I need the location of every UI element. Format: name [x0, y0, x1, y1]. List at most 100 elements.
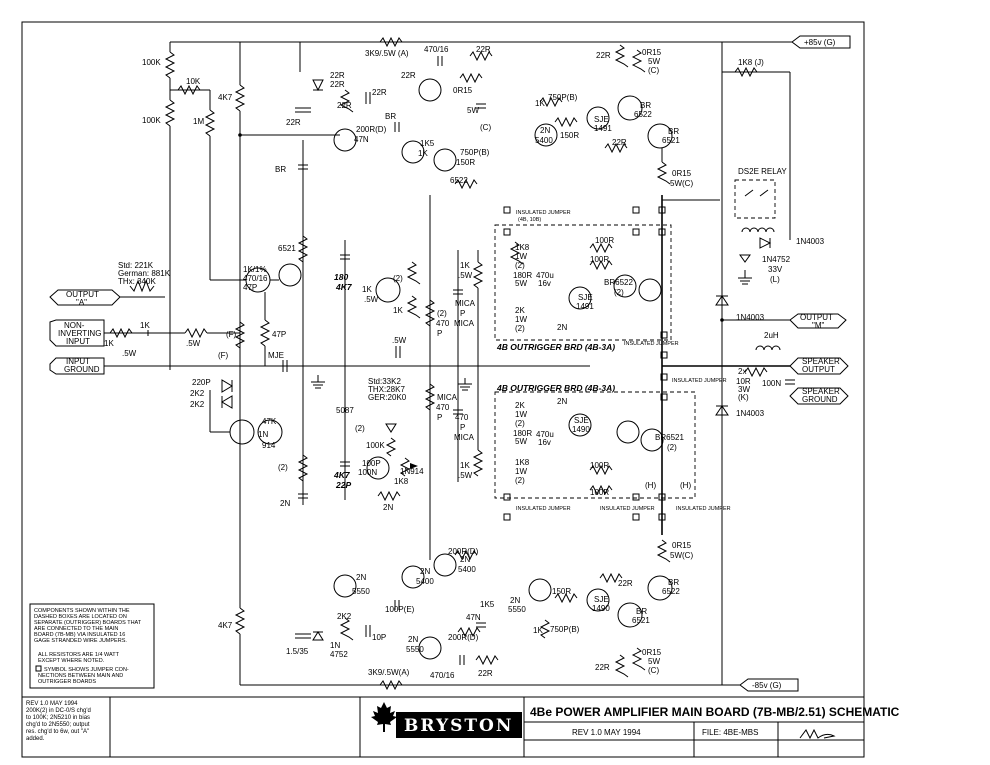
label-2n5400-neg2-a: 2N [420, 567, 430, 576]
label-o180r: 180R [513, 271, 532, 280]
resistor-1k-05w-b [424, 383, 436, 411]
resistor-1k-05w-a [424, 299, 436, 327]
label-o2k-b: 2K [515, 401, 525, 410]
noninverting-input-terminal [49, 319, 105, 347]
diode-1n4003-pos [715, 295, 729, 306]
input-ground-label-2: GROUND [64, 365, 100, 374]
resistor-3k3 [377, 490, 401, 502]
rev-note-5: res. chg'd to 6w, out "A" [26, 729, 89, 735]
label-obr6522b: (2) [614, 288, 624, 297]
speaker-output-label-1: SPEAKER [802, 357, 840, 366]
label-1k8-bias: 100K [366, 441, 385, 450]
label-o2kc: (2) [515, 324, 525, 333]
label-obr6521: BR6521 [655, 433, 684, 442]
transistor-br6522-neg [647, 575, 673, 601]
label-2k2-series: .5W [186, 339, 201, 348]
label-22p: .5W [392, 336, 407, 345]
label-2n5210-c: 47P [243, 283, 257, 292]
label-2k2-input: 1K [104, 339, 114, 348]
resistor-10k [177, 84, 201, 96]
label-15k-right: 47P [272, 330, 286, 339]
label-1n4752-bot-b: 4752 [330, 650, 348, 659]
label-2n5400-driver-b: 5400 [535, 136, 553, 145]
drawing-title: 4Be POWER AMPLIFIER MAIN BOARD (7B-MB/2.… [530, 705, 900, 719]
label-200rd-mid: 6522 [450, 176, 468, 185]
label-0r15d-3: (C) [648, 666, 659, 675]
label-1n4752-relay-b: 33V [768, 265, 783, 274]
transistor-sje1491-pos [586, 106, 610, 130]
label-100k-top: 100K [142, 58, 161, 67]
label-2x: 2x [738, 367, 746, 376]
label-2n5550-mid-b: 1K [418, 149, 428, 158]
label-1n4752-relay-a: 1N4752 [762, 255, 791, 264]
file-name: FILE: 4BE-MBS [702, 728, 758, 737]
speaker-output-terminal [789, 357, 849, 375]
label-0r15d-2: 5W [648, 657, 660, 666]
svg-text:MICA: MICA [454, 319, 475, 328]
diode-1n4003-relay [759, 237, 772, 249]
speaker-ground-terminal [789, 387, 849, 405]
resistor-15k-right [259, 319, 271, 347]
resistor-100k-top [164, 51, 176, 79]
label-470-16-input: MJE [268, 351, 284, 360]
label-150r-neg: 150R [552, 587, 571, 596]
label-1k-neg: 1K [533, 626, 543, 635]
label-2n5400-neg-b: 5400 [458, 565, 476, 574]
resistor-100k-bottom [164, 99, 176, 127]
trimmer-1k [399, 457, 411, 477]
label-22r-pos-b: 22R [612, 138, 627, 147]
resistor-100k-vas-lower [297, 454, 309, 482]
inductor-2uh [755, 345, 781, 351]
output-m-terminal [789, 313, 847, 329]
transistor-br6522-pos [617, 95, 643, 121]
resistor-4k7-upper [234, 84, 246, 112]
signature-mark [799, 728, 836, 740]
brand-name: BRYSTON [404, 716, 513, 736]
label-2n5550-vas-neg-b: 5550 [352, 587, 370, 596]
label-trim-1k: 1N914 [400, 467, 424, 476]
label-2n5550-neg-top-b: 5550 [406, 645, 424, 654]
label-o470u: 470u [536, 271, 554, 280]
jumper-label-top-1: INSULATED JUMPER [516, 210, 571, 216]
label-o470ub: 16v [538, 279, 551, 288]
label-2n5087-c: 914 [262, 441, 276, 450]
label-200rd-neg-b: 200R(D) [448, 633, 479, 642]
speaker-ground-label-1: SPEAKER [802, 387, 840, 396]
ground-symbol-relay [738, 270, 752, 285]
sheet-border [21, 21, 865, 758]
diode-1n4003-neg [715, 405, 729, 416]
label-o180r-b: 180R [513, 429, 532, 438]
label-47n-neg: 47N [466, 613, 481, 622]
resistor-1m [204, 109, 216, 137]
label-2n5550-mid2-b: 150R [456, 158, 475, 167]
label-47pf-bot-b: 22P [335, 480, 351, 490]
label-2n5550-neg-top-a: 2N [408, 635, 418, 644]
transistor-mje180 [375, 277, 401, 303]
resistor-4k7-bias-bot [406, 295, 421, 319]
output-m-label-2: "M" [812, 321, 825, 330]
label-o470u-b2: 16v [538, 438, 551, 447]
label-osje1490b: 1490 [572, 425, 590, 434]
jumper-label-bottom-1: INSULATED JUMPER [672, 378, 727, 384]
label-1m: 1M [193, 117, 204, 126]
label-22r-pos: 22R [596, 51, 611, 60]
label-0r15d: 0R15 [642, 648, 662, 657]
label-4k7-bias-top: (2) [393, 274, 403, 283]
label-o180rb: 5W [515, 279, 527, 288]
label-o100r-b: 100R [590, 255, 609, 264]
label-2n5400-driver-a: 2N [540, 126, 550, 135]
label-100p-vas: BR [275, 165, 286, 174]
label-2n5550-vas-neg-a: 2N [356, 573, 366, 582]
label-sje1491-a: SJE [594, 115, 609, 124]
transistor-2n5400-driver [534, 123, 558, 147]
label-o1k8-b2: 1W [515, 467, 527, 476]
note-line-1: COMPONENTS SHOWN WITHIN THE [34, 608, 130, 614]
label-47k: .5W [122, 349, 137, 358]
label-2n5210-b: 470/16 [243, 274, 268, 283]
transistor-2n5400-neg2 [401, 565, 425, 589]
note-line-2: DASHED BOXES ARE LOCATED ON [34, 614, 127, 620]
notes-box [29, 603, 155, 689]
label-o1k8b: 1W [515, 252, 527, 261]
note-line-5: BOARD (7B-MB) VIA INSULATED 16 [34, 632, 125, 638]
label-200rd-top: 0R15 [453, 86, 473, 95]
